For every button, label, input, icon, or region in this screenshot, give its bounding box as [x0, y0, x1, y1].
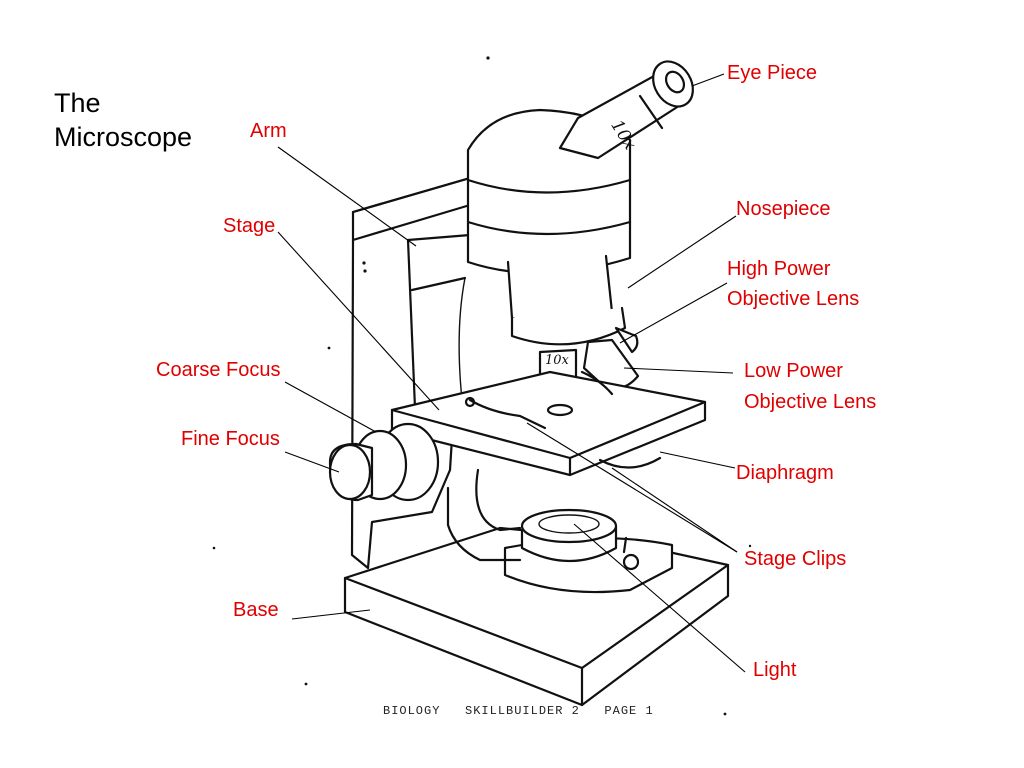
label-diaphragm: Diaphragm — [736, 462, 834, 484]
label-low-power-line-1: Low Power — [744, 360, 843, 382]
label-low-power-line-2: Objective Lens — [744, 391, 877, 413]
label-stage: Stage — [223, 215, 276, 237]
title-line-2: Microscope — [54, 122, 193, 152]
focus-knobs — [328, 422, 440, 502]
label-eye-piece: Eye Piece — [727, 62, 818, 84]
label-high-power-line-1: High Power — [727, 258, 831, 280]
label-nosepiece: Nosepiece — [736, 198, 831, 220]
label-fine-focus: Fine Focus — [181, 428, 280, 450]
leader-base — [291, 609, 371, 620]
title-line-1: The — [54, 88, 101, 118]
label-base: Base — [233, 599, 279, 621]
light-drum — [520, 508, 640, 571]
label-light: Light — [753, 659, 797, 681]
leader-lines — [277, 73, 746, 673]
leader-stage — [277, 231, 440, 411]
leader-light — [573, 523, 746, 673]
leader-stage-clips — [526, 422, 738, 553]
leader-nosepiece — [627, 215, 737, 289]
label-high-power-line-2: Objective Lens — [727, 288, 860, 310]
specks — [212, 56, 752, 716]
slide-title: The Microscope — [54, 86, 192, 154]
base-block — [343, 526, 730, 707]
leader-diaphragm — [659, 451, 736, 469]
leader-stage-clips-2 — [611, 467, 738, 553]
leader-fine-focus — [284, 451, 340, 473]
eyepiece — [558, 60, 694, 160]
leader-arm — [277, 146, 417, 247]
leader-high-power — [619, 282, 728, 344]
page-footer: BIOLOGY SKILLBUILDER 2 PAGE 1 — [383, 704, 654, 718]
leader-eye-piece — [691, 73, 725, 87]
leader-coarse-focus — [284, 381, 377, 433]
label-arm: Arm — [250, 120, 287, 142]
label-coarse-focus: Coarse Focus — [156, 359, 281, 381]
label-stage-clips: Stage Clips — [744, 548, 847, 570]
objective-mark: 10x — [545, 353, 570, 368]
leader-low-power — [623, 367, 734, 374]
